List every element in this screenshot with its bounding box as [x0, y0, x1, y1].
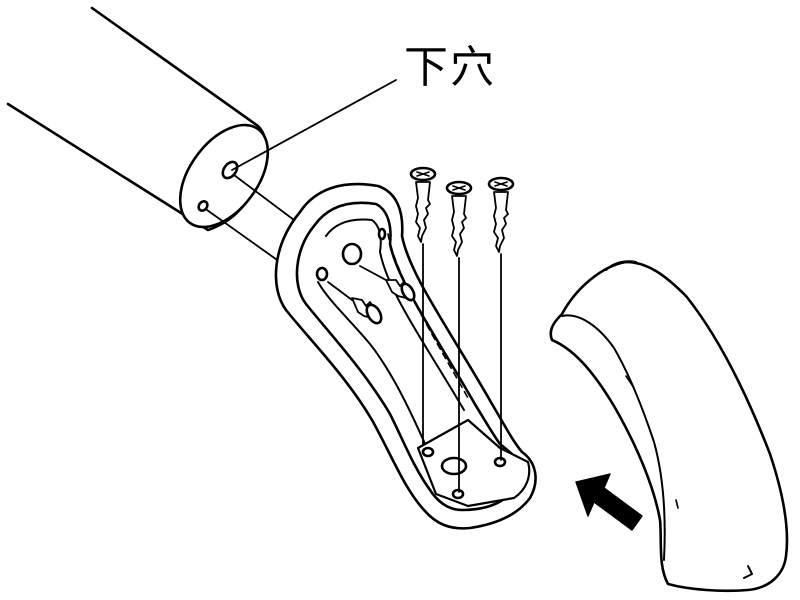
vertical-screws: [409, 166, 515, 493]
handrail-pipe: [6, 6, 270, 232]
pilot-hole-label: 下穴: [404, 42, 496, 93]
bracket-cover: [549, 260, 789, 593]
bracket-hole-face-small: [315, 266, 329, 282]
screw-3: [487, 176, 515, 461]
callout-leader: [231, 79, 397, 171]
bracket-hole-left: [421, 446, 435, 458]
bracket-hole-center: [440, 456, 468, 476]
bracket-hole-face: [341, 242, 363, 266]
rail-fixing-screws: [327, 265, 416, 325]
screw-2: [445, 180, 473, 493]
rail-screw-upper: [359, 265, 416, 302]
screw-1: [409, 166, 437, 445]
pilot-hole-lower: [197, 200, 209, 212]
bracket-hole-right: [493, 456, 507, 468]
rail-screw-lower: [327, 281, 383, 325]
pilot-hole-upper: [221, 160, 239, 180]
bracket-base: [274, 182, 537, 530]
bracket-hole-bottom: [451, 488, 465, 500]
insert-arrow: [575, 473, 643, 531]
